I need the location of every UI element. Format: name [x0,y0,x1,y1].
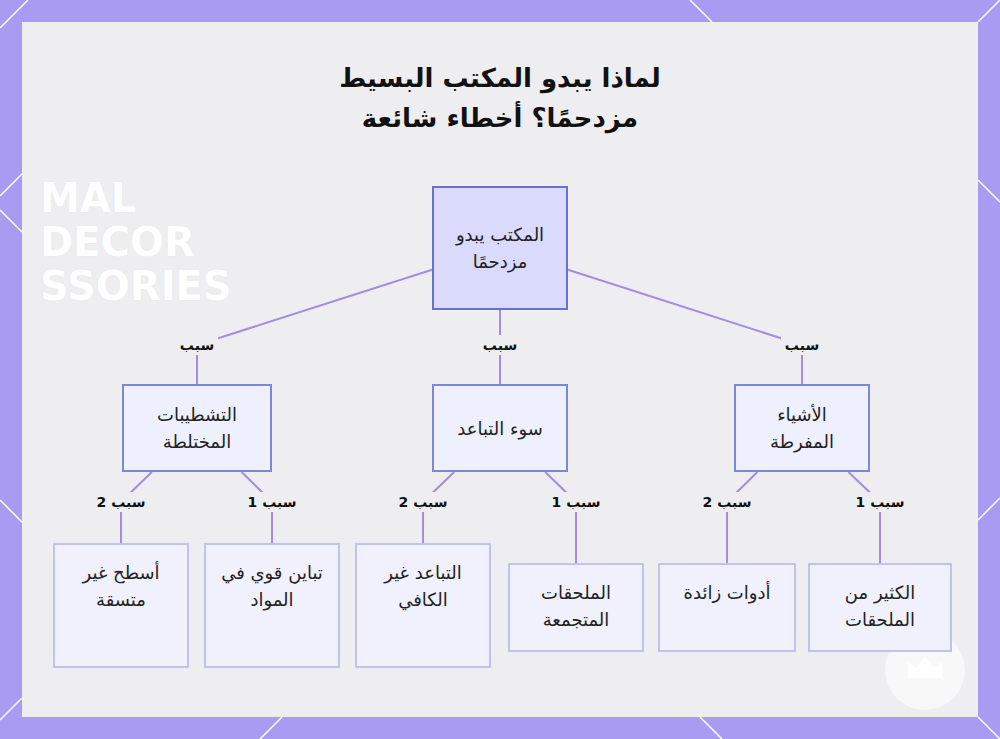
connector-line [545,472,576,563]
cause-box: التشطيبات المختلطة [122,384,272,472]
box-text: المكتب يبدو مزدحمًا [442,221,558,275]
cause-box: الأشياء المفرطة [734,384,870,472]
edge-label: سبب 2 [93,492,150,512]
edge-label: سبب [479,335,521,355]
box-text: أدوات زائدة [684,579,771,606]
sub-cause-box: تباين قوي في المواد [204,543,340,668]
diagram-title: لماذا يبدو المكتب البسيط مزدحمًا؟ أخطاء … [300,58,700,138]
watermark-text: SSORIES [40,266,232,306]
edge-label: سبب [781,335,823,355]
sub-cause-box: الملحقات المتجمعة [508,563,644,652]
edge-label: سبب [176,335,218,355]
edge-label: سبب 2 [699,492,756,512]
box-text: الكثير من الملحقات [820,579,940,633]
watermark-text: DECOR [40,222,195,262]
box-text: تباين قوي في المواد [216,559,328,613]
edge-label: سبب 2 [395,492,452,512]
connector-line [727,472,757,563]
box-text: أسطح غير متسقة [65,559,177,613]
connector-line [848,472,880,563]
cause-box: سوء التباعد [432,384,568,472]
box-text: سوء التباعد [457,415,543,442]
box-text: الأشياء المفرطة [746,401,858,455]
sub-cause-box: التباعد غير الكافي [355,543,491,668]
edge-label: سبب 1 [244,492,301,512]
box-text: التشطيبات المختلطة [134,401,260,455]
sub-cause-box: أدوات زائدة [658,563,796,652]
edge-label: سبب 1 [548,492,605,512]
sub-cause-box: الكثير من الملحقات [808,563,952,652]
watermark-text: MAL [40,178,136,218]
connector-line [568,270,802,384]
sub-cause-box: أسطح غير متسقة [53,543,189,668]
connector-line [197,270,432,384]
edge-label: سبب 1 [852,492,909,512]
box-text: التباعد غير الكافي [367,559,479,613]
box-text: الملحقات المتجمعة [520,579,632,633]
root-box: المكتب يبدو مزدحمًا [432,186,568,310]
